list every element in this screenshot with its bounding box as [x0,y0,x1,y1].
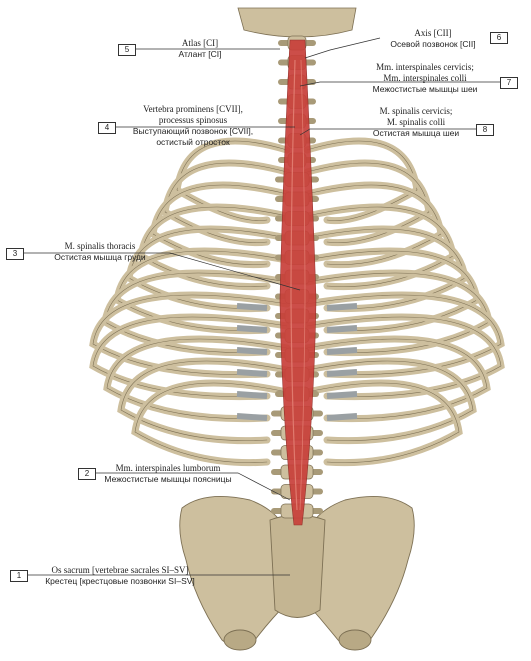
label-os-sacrum-latin: Os sacrum [vertebrae sacrales SI–SV] [51,565,189,575]
label-spinalis-cervicis-latin-1: M. spinalis cervicis; [379,106,453,116]
label-spinalis-thoracis-russian: Остистая мышца груди [54,252,146,262]
label-axis-latin: Axis [CII] [414,28,452,38]
label-interspinales-lumborum-russian: Межостистые мышцы поясницы [104,474,232,484]
spinalis-thoracis-muscle [279,39,317,526]
label-axis: Axis [CII] Осевой позвонок [CII] [378,28,488,50]
costal-cartilage [236,325,268,333]
label-spinalis-cervicis: M. spinalis cervicis; M. spinalis colli … [360,106,472,139]
label-os-sacrum: Os sacrum [vertebrae sacrales SI–SV] Кре… [30,565,210,587]
costal-cartilage [326,391,358,399]
leader-line [22,252,301,291]
costal-cartilage [236,303,268,311]
label-interspinales-cervicis-latin-1: Mm. interspinales cervicis; [376,62,474,72]
label-vertebra-prominens-latin-1: Vertebra prominens [CVII], [143,104,243,114]
rib-edge [306,360,474,441]
rib-edge [120,360,288,441]
label-atlas-latin: Atlas [CI] [181,38,219,48]
skull-base [237,7,357,38]
rib-edge [106,338,288,419]
rib-edge [306,338,488,419]
rib-edge [92,294,288,375]
label-vertebra-prominens: Vertebra prominens [CVII], processus spi… [118,104,268,148]
costal-cartilage [236,347,268,355]
leader-lines [22,37,500,576]
costal-cartilage [236,369,268,377]
label-spinalis-cervicis-latin-2: M. spinalis colli [386,117,446,127]
muscle-highlight [290,59,298,511]
label-interspinales-cervicis: Mm. interspinales cervicis; Mm. interspi… [360,62,490,95]
costal-cartilage [326,347,358,355]
label-spinalis-thoracis: M. spinalis thoracis Остистая мышца груд… [30,241,170,263]
label-vertebra-prominens-latin-2: processus spinosus [158,115,228,125]
muscle-highlight-2 [299,59,306,511]
label-spinalis-cervicis-russian: Остистая мышца шеи [372,128,460,138]
costal-cartilage [236,391,268,399]
label-number-4: 4 [98,122,116,134]
rib-edge [306,316,502,397]
leader-line [304,37,381,59]
costal-cartilage [326,369,358,377]
label-vertebra-prominens-russian-1: Выступающий позвонок [CVII], [132,126,254,136]
costal-cartilage [326,325,358,333]
label-interspinales-cervicis-latin-2: Mm. interspinales colli [383,73,467,83]
rib-edge [306,382,460,463]
leader-line [299,128,476,136]
label-interspinales-lumborum-latin: Mm. interspinales lumborum [115,463,221,473]
rib-edge [306,162,430,243]
label-interspinales-cervicis-russian: Межостистые мышцы шеи [372,84,478,94]
label-vertebra-prominens-russian-2: остистый отросток [156,137,230,147]
rib-edge [164,162,288,243]
label-number-5: 5 [118,44,136,56]
rib-edge [306,294,502,375]
costal-cartilage [326,413,358,421]
label-number-8: 8 [476,124,494,136]
label-interspinales-lumborum: Mm. interspinales lumborum Межостистые м… [98,463,238,485]
label-spinalis-thoracis-latin: M. spinalis thoracis [64,241,136,251]
label-atlas: Atlas [CI] Атлант [CI] [140,38,260,60]
label-axis-russian: Осевой позвонок [CII] [390,39,476,49]
costal-cartilage [326,303,358,311]
label-os-sacrum-russian: Крестец [крестцовые позвонки SI–SV] [45,576,195,586]
label-number-7: 7 [500,77,518,89]
costal-cartilage [236,413,268,421]
label-number-2: 2 [78,468,96,480]
leader-line [96,472,291,501]
rib-edge [92,316,288,397]
pelvis [179,495,415,651]
label-number-3: 3 [6,248,24,260]
rib-cage [89,137,505,467]
label-atlas-russian: Атлант [CI] [178,49,222,59]
label-number-6: 6 [490,32,508,44]
label-number-1: 1 [10,570,28,582]
leader-line [299,81,500,87]
rib-edge [134,382,288,463]
